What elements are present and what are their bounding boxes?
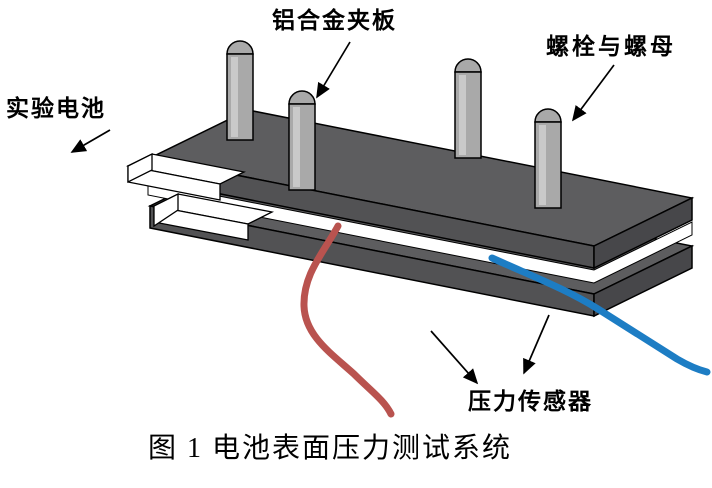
bolt-head: [534, 108, 562, 123]
bolt-shaft-highlight: [539, 125, 546, 205]
sensor-wire-blue: [488, 254, 711, 376]
battery-cell-upper: [126, 152, 246, 201]
battery-cell-lower: [151, 192, 275, 241]
label-experimental-battery: 实验电池: [6, 95, 106, 121]
bolt-shaft: [454, 71, 482, 159]
bolt-front-right: [534, 108, 562, 209]
bolt-head: [454, 58, 482, 73]
bolt-back-left: [226, 40, 254, 141]
label-pressure-sensor: 压力传感器: [468, 388, 593, 414]
arrow-sensor-right: [523, 314, 550, 375]
arrow-bolt-nut: [571, 64, 615, 122]
battery-gap-edge: [147, 181, 693, 284]
label-aluminum-clamp-plate: 铝合金夹板: [272, 7, 397, 33]
arrow-clamp-plate: [316, 41, 351, 99]
bolt-shaft-highlight: [293, 107, 300, 187]
label-bolt-and-nut: 螺栓与螺母: [546, 33, 676, 59]
sensor-wire-red: [300, 222, 395, 418]
arrow-battery: [70, 129, 111, 153]
bolt-front-left: [288, 90, 316, 191]
bolt-shaft: [226, 53, 254, 141]
bolt-shaft: [534, 121, 562, 209]
bolt-shaft: [288, 103, 316, 191]
battery-cell-end: [127, 152, 153, 184]
bolt-head: [226, 40, 254, 55]
top-plate-right-face: [593, 196, 693, 270]
figure-caption: 图 1 电池表面压力测试系统: [147, 433, 512, 464]
bolt-back-right: [454, 58, 482, 159]
bolt-shaft-highlight: [231, 57, 238, 137]
top-plate: [147, 109, 695, 270]
bolt-shaft-highlight: [459, 75, 466, 155]
bolt-head: [288, 90, 316, 105]
battery-cell-end: [153, 192, 179, 228]
arrow-sensor-left: [430, 330, 479, 385]
